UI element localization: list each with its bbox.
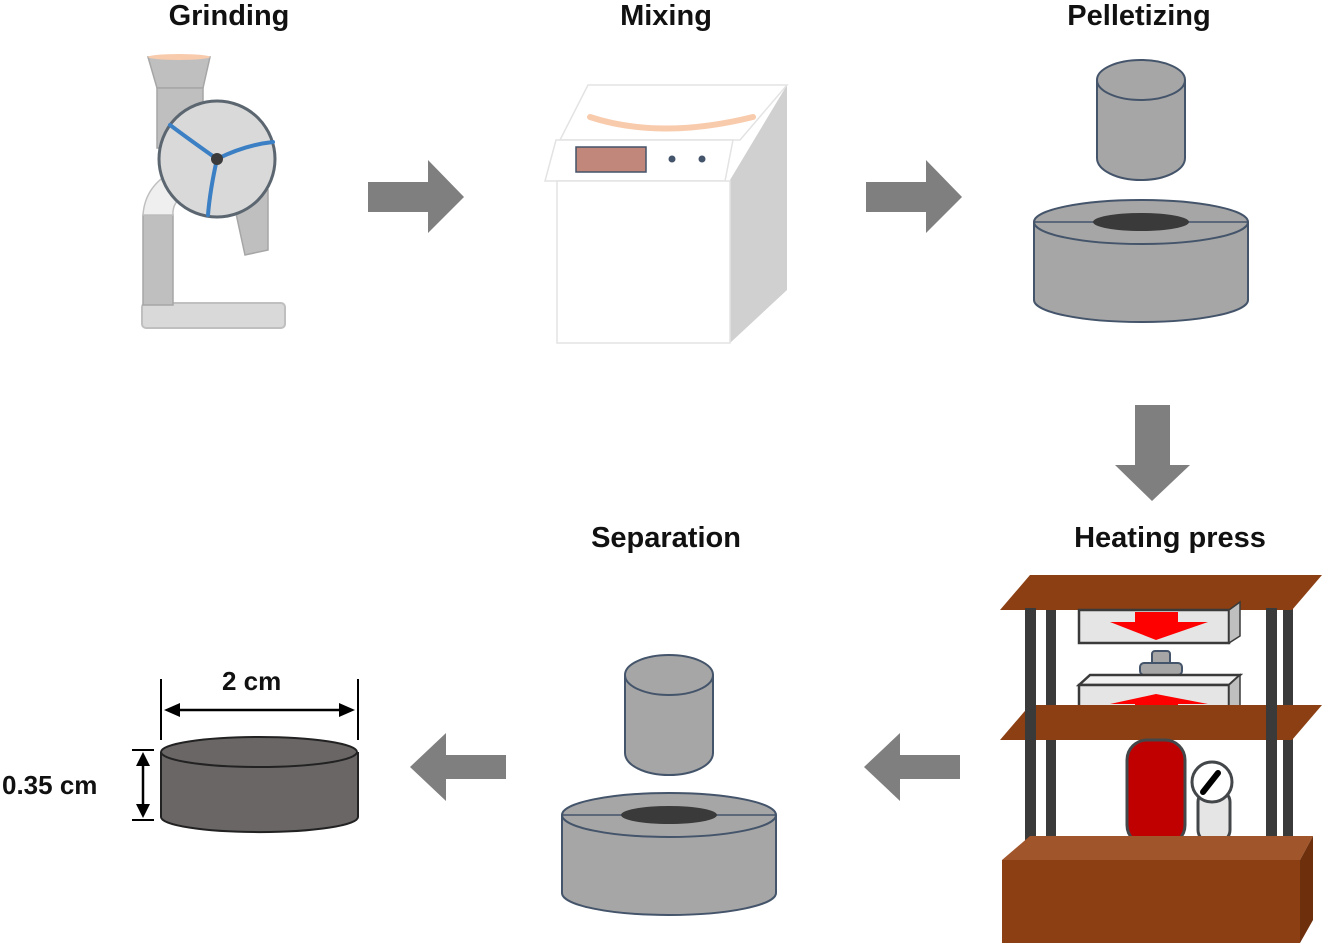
heating-press-label: Heating press	[1074, 522, 1266, 554]
pellet-icon	[160, 736, 359, 834]
arrow-right-icon	[866, 160, 962, 233]
mixing-label: Mixing	[620, 0, 712, 32]
grinder-icon	[141, 54, 286, 329]
pellet-diameter-label: 2 cm	[222, 666, 282, 696]
arrow-right-icon	[368, 160, 464, 233]
heating-press-icon	[1000, 575, 1322, 943]
press-down-arrow-icon	[1110, 612, 1208, 640]
pelletizing-label: Pelletizing	[1067, 0, 1211, 32]
grinding-label: Grinding	[168, 0, 290, 32]
diameter-dimension-icon	[160, 679, 359, 740]
separation-label: Separation	[591, 522, 741, 554]
arrow-left-icon	[410, 733, 506, 801]
separation-mold-icon	[561, 654, 777, 916]
arrow-left-icon	[864, 733, 960, 801]
thickness-dimension-icon	[132, 749, 154, 821]
pellet-thickness-label: 0.35 cm	[2, 770, 98, 800]
mold-icon	[1033, 59, 1249, 323]
arrow-down-icon	[1115, 405, 1190, 501]
mixer-icon	[544, 84, 789, 344]
